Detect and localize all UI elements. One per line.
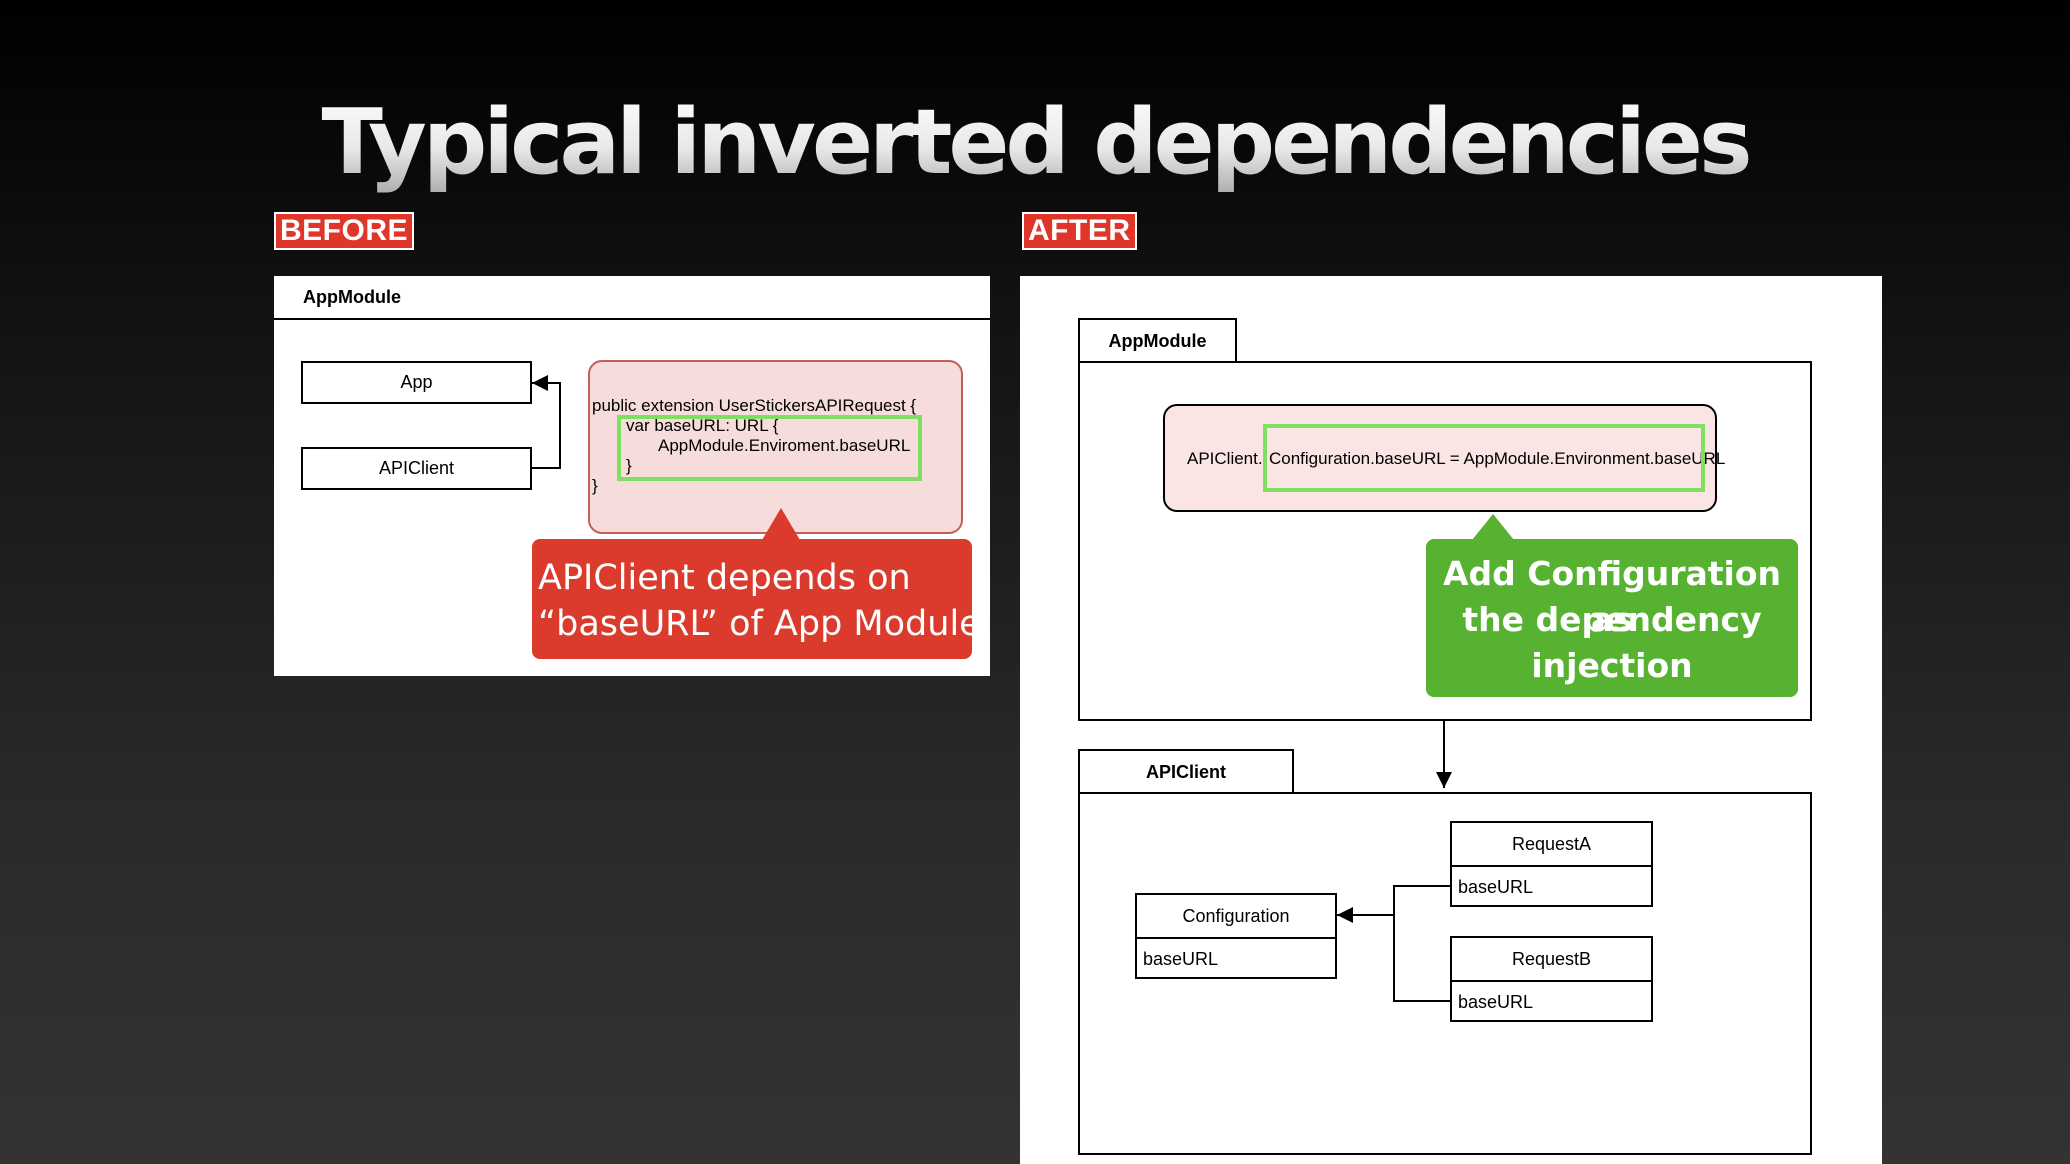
request-b-class: RequestB baseURL xyxy=(1450,936,1653,1022)
after-panel: AppModule APIClient. Configuration.baseU… xyxy=(1020,276,1882,1164)
after-tag: AFTER xyxy=(1022,212,1137,250)
after-callout-line-3: injection xyxy=(1531,646,1693,685)
before-app-box: App xyxy=(301,361,532,404)
after-appmodule-tab: AppModule xyxy=(1078,318,1237,363)
after-code-highlight: Configuration.baseURL = AppModule.Enviro… xyxy=(1269,449,1726,468)
before-appmodule-tab: AppModule xyxy=(274,276,430,319)
after-callout-line-2: the dependency xyxy=(1462,600,1762,639)
before-panel: AppModule App APIClient public extension… xyxy=(274,276,990,676)
before-highlight-frame xyxy=(617,415,922,481)
before-code-box: public extension UserStickersAPIRequest … xyxy=(588,360,963,534)
configuration-class-field: baseURL xyxy=(1143,948,1219,969)
request-a-class: RequestA baseURL xyxy=(1450,821,1653,907)
before-callout: APIClient depends on “baseURL” of App Mo… xyxy=(532,539,981,659)
request-b-class-field: baseURL xyxy=(1458,991,1534,1012)
after-apiclient-tab: APIClient xyxy=(1078,749,1294,794)
before-code-line-5: } xyxy=(592,476,598,495)
before-tag: BEFORE xyxy=(274,212,415,250)
request-b-class-name: RequestB xyxy=(1452,938,1651,982)
before-code-line-1: public extension UserStickersAPIRequest … xyxy=(592,396,917,415)
after-callout-line-1: Add Configuration as xyxy=(1442,554,1782,639)
before-callout-line-2: “baseURL” of App Module xyxy=(538,604,981,644)
before-code-line-2: var baseURL: URL { xyxy=(626,416,779,435)
before-code-line-3: AppModule.Enviroment.baseURL xyxy=(658,436,911,455)
configuration-class: Configuration baseURL xyxy=(1135,893,1337,979)
before-code-line-4: } xyxy=(626,456,632,475)
before-apiclient-box: APIClient xyxy=(301,447,532,490)
configuration-class-name: Configuration xyxy=(1137,895,1335,939)
request-a-class-field: baseURL xyxy=(1458,876,1534,897)
slide-title: Typical inverted dependencies xyxy=(0,88,2070,198)
before-module-top-line xyxy=(274,318,990,320)
request-a-class-name: RequestA xyxy=(1452,823,1651,867)
after-callout: Add Configuration as the dependency inje… xyxy=(1426,539,1798,697)
after-code-prefix: APIClient. xyxy=(1187,449,1263,468)
after-highlight-frame xyxy=(1263,424,1705,492)
after-config-box: APIClient. Configuration.baseURL = AppMo… xyxy=(1163,404,1725,512)
before-callout-line-1: APIClient depends on xyxy=(538,558,911,598)
